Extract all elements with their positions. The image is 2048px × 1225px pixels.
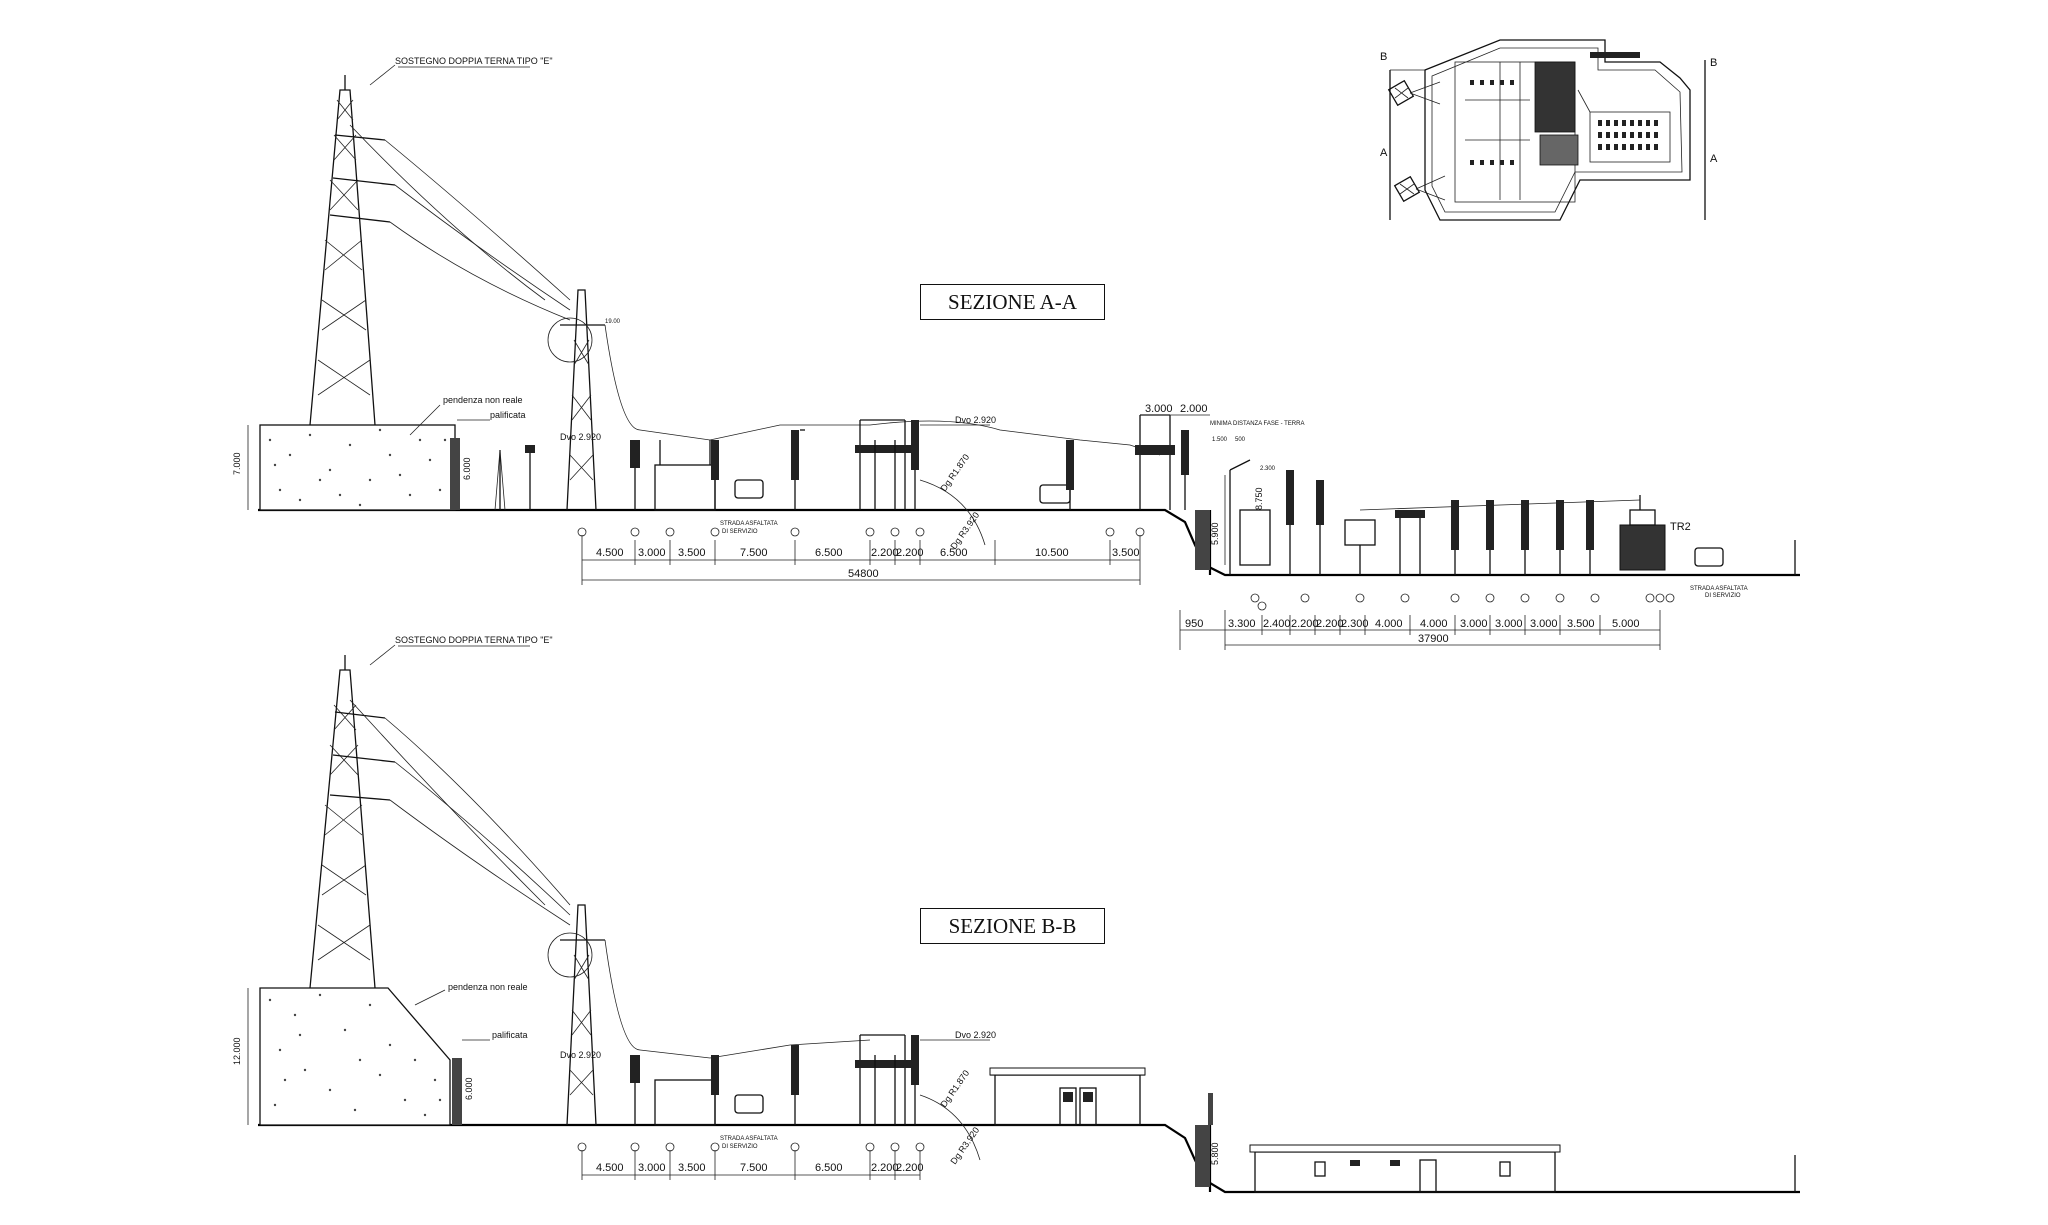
section-a-dim-9: 3.500 [1112, 547, 1140, 559]
section-b-dim-2: 3.500 [678, 1162, 706, 1174]
section-b-b: 12.000 6.000 SOSTEGNO DOPPIA TERNA TIPO … [232, 635, 1800, 1194]
section-a-dim-7: 6.500 [940, 547, 968, 559]
section-b-gantry [547, 904, 605, 1126]
section-a-ldim-6: 4.000 [1375, 618, 1403, 630]
section-a-ldim-2: 2.400 [1263, 618, 1291, 630]
section-a-top-dim-2: 2.000 [1180, 403, 1208, 415]
section-a-ldim-5: 2.300 [1341, 618, 1369, 630]
section-b-right-height: 5.800 [1210, 1142, 1220, 1165]
section-b-lattice-tower [309, 655, 396, 989]
section-a-road-label-right-1: STRADA ASFALTATA [1690, 586, 1748, 592]
section-a-switchyard-equipment [630, 414, 1189, 511]
section-a-right-dim-500: 500 [1235, 437, 1246, 443]
section-a-ldim-7: 4.000 [1420, 618, 1448, 630]
section-b-road-label-2: DI SERVIZIO [722, 1144, 758, 1150]
section-a-dim-8: 10.500 [1035, 547, 1069, 559]
section-a-vehicle-1 [734, 479, 764, 499]
section-a-ldim-9: 3.000 [1495, 618, 1523, 630]
section-a-road-label-right-2: DI SERVIZIO [1705, 593, 1741, 599]
section-b-title: SEZIONE B-B [920, 908, 1105, 944]
section-a-dvo-1: Dvo 2.920 [560, 432, 601, 442]
section-a-ldim-3: 2.200 [1291, 618, 1319, 630]
keyplan-marker-a-left: A [1380, 147, 1388, 159]
svg-text:19.00: 19.00 [605, 319, 621, 325]
section-b-fence-height: 6.000 [464, 1077, 474, 1100]
section-a-upper-dimension-chain: 4.500 3.000 3.500 7.500 6.500 2.200 2.20… [581, 535, 1141, 585]
section-a-vehicle-3 [1694, 547, 1724, 567]
section-a-right-dim-8750: 8.750 [1254, 487, 1264, 510]
section-a-dim-2: 3.500 [678, 547, 706, 559]
section-b-dim-6: 2.200 [896, 1162, 924, 1174]
section-a-ldim-4: 2.200 [1316, 618, 1344, 630]
section-a-ldim-10: 3.000 [1530, 618, 1558, 630]
section-a-min-distance: MINIMA DISTANZA FASE - TERRA [1210, 421, 1304, 427]
section-a-lower-equipment [1229, 459, 1796, 575]
section-a-dim-6: 2.200 [896, 547, 924, 559]
section-a-dim-0: 4.500 [596, 547, 624, 559]
section-b-markers [577, 1142, 925, 1152]
section-b-road-label-1: STRADA ASFALTATA [720, 1136, 778, 1142]
section-b-vehicle-1 [734, 1094, 764, 1114]
section-a-dg-1: Dg R1.870 [938, 452, 971, 493]
section-a-right-dim-5900: 5.900 [1210, 522, 1220, 545]
section-b-fence-label: palificata [492, 1030, 528, 1040]
section-b-dvo-1: Dvo 2.920 [560, 1050, 601, 1060]
section-a-top-dim-1: 3.000 [1145, 403, 1173, 415]
section-a-road-label-1: STRADA ASFALTATA [720, 521, 778, 527]
section-a-title: SEZIONE A-A [920, 284, 1105, 320]
section-a-dvo-2: Dvo 2.920 [955, 415, 996, 425]
section-b-control-building [989, 1067, 1146, 1126]
section-a-ldim-1: 3.300 [1228, 618, 1256, 630]
section-a-ldim-0: 950 [1185, 618, 1203, 630]
section-a-dim-4: 6.500 [815, 547, 843, 559]
section-a-small-poles [494, 445, 535, 511]
section-b-dim-1: 3.000 [638, 1162, 666, 1174]
section-a-dim-3: 7.500 [740, 547, 768, 559]
section-a-tower-label: SOSTEGNO DOPPIA TERNA TIPO "E" [395, 56, 553, 66]
section-b-lower-building [1249, 1144, 1561, 1193]
section-a-ldim-11: 3.500 [1567, 618, 1595, 630]
section-a-embankment-height: 7.000 [232, 452, 242, 475]
section-a-vehicle-2 [1039, 484, 1071, 504]
section-a-fence-label: palificata [490, 410, 526, 420]
section-b-dim-5: 2.200 [871, 1162, 899, 1174]
section-b-dg-1: Dg R1.870 [938, 1068, 971, 1109]
keyplan-marker-a-right: A [1710, 153, 1718, 165]
section-a-total: 54800 [848, 568, 879, 580]
section-b-dim-4: 6.500 [815, 1162, 843, 1174]
keyplan-marker-b-left: B [1380, 51, 1387, 63]
section-b-embankment-height: 12.000 [232, 1037, 242, 1065]
key-plan: B B A A [1378, 39, 1718, 221]
section-a-ldim-12: 5.000 [1612, 618, 1640, 630]
section-a-lattice-tower [309, 75, 396, 426]
section-a-fence-height: 6.000 [462, 457, 472, 480]
section-b-switchyard-equipment [630, 1034, 919, 1126]
section-b-tower-label: SOSTEGNO DOPPIA TERNA TIPO "E" [395, 635, 553, 645]
section-a-lower-markers [1250, 593, 1675, 611]
section-a-tr-label: TR2 [1670, 521, 1691, 533]
section-a-dg-2: Dg R3.920 [948, 510, 981, 551]
section-a-gantry [547, 289, 605, 511]
section-a-a: 7.000 6.000 SOSTEGNO DOPPIA TERNA TIPO "… [232, 56, 1800, 650]
section-a-road-label-2: DI SERVIZIO [722, 529, 758, 535]
section-a-dim-1: 3.000 [638, 547, 666, 559]
section-a-upper-markers [577, 527, 1145, 537]
section-a-right-dim-1500: 1.500 [1212, 437, 1228, 443]
section-a-slope-label: pendenza non reale [443, 395, 523, 405]
section-b-slope-label: pendenza non reale [448, 982, 528, 992]
section-b-dim-3: 7.500 [740, 1162, 768, 1174]
section-b-dimension-chain: 4.500 3.000 3.500 7.500 6.500 2.200 2.20… [581, 1150, 924, 1180]
section-b-dim-0: 4.500 [596, 1162, 624, 1174]
section-a-lower-total: 37900 [1418, 633, 1449, 645]
section-b-dvo-2: Dvo 2.920 [955, 1030, 996, 1040]
section-b-dg-2: Dg R3.920 [948, 1125, 981, 1166]
section-a-right-dim-2300: 2.300 [1260, 466, 1276, 472]
section-a-ldim-8: 3.000 [1460, 618, 1488, 630]
section-a-lower-dimension-chain: 950 3.300 2.400 2.200 2.200 2.300 4.000 … [1179, 610, 1661, 650]
section-a-dim-5: 2.200 [871, 547, 899, 559]
keyplan-marker-b-right: B [1710, 57, 1717, 69]
